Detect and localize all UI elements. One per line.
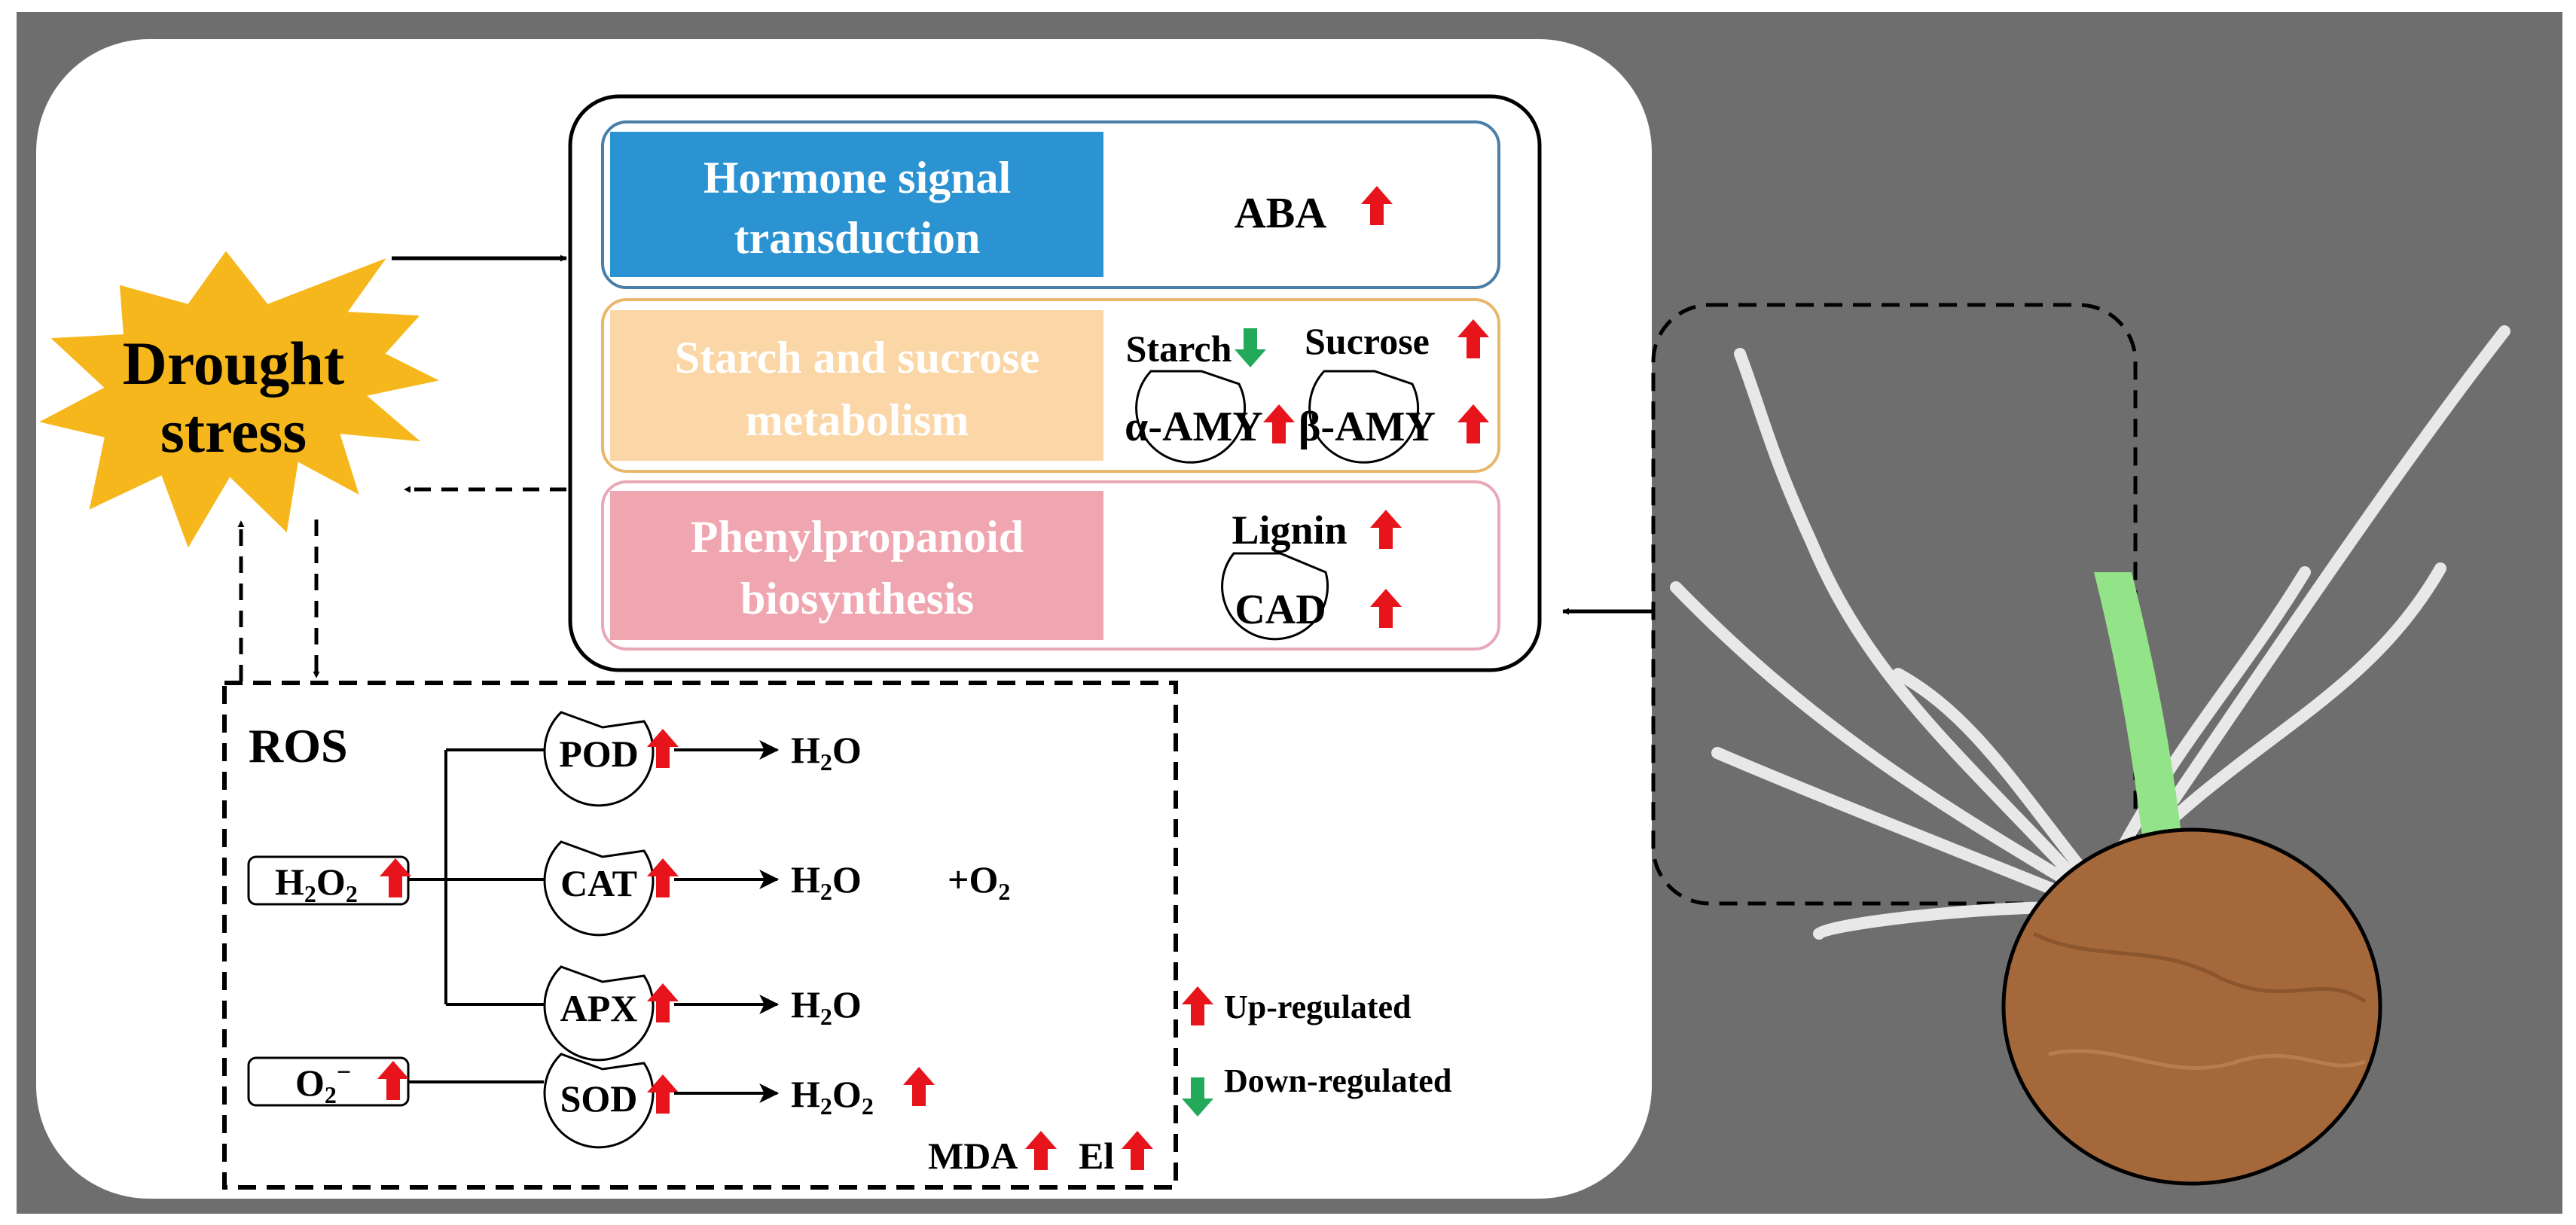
mda-label: MDA <box>928 1135 1018 1177</box>
beta-amy-label: β-AMY <box>1299 404 1436 450</box>
drought-line2: stress <box>160 397 307 465</box>
superoxide-source-label: O2− <box>295 1059 351 1108</box>
starch-label: Starch <box>1126 328 1232 370</box>
alpha-amy-enzyme-shape <box>1135 370 1247 464</box>
cat-enzyme-shape <box>543 840 655 937</box>
root-2 <box>1670 581 2092 898</box>
ros-title: ROS <box>249 719 348 772</box>
sod-product-h2o2: H2O2 <box>791 1073 874 1120</box>
apx-enzyme-shape <box>543 965 655 1062</box>
legend-down-label: Down-regulated <box>1224 1062 1451 1099</box>
drought-star-shape <box>39 251 440 548</box>
pathway-container <box>568 94 1542 672</box>
root-3 <box>1711 747 2085 906</box>
alpha-amy-label: α-AMY <box>1125 404 1263 450</box>
root-6 <box>2103 566 2311 879</box>
cat-product-oxygen: +O2 <box>948 858 1010 905</box>
phenyl-label-line2: biosynthesis <box>740 574 974 623</box>
apx-product-h2o: H2O <box>791 983 862 1030</box>
pathway-hormone: Hormone signal transduction ABA <box>601 120 1500 289</box>
hormone-label-bg <box>610 132 1103 277</box>
corm-texture-1 <box>2032 931 2367 1004</box>
sucrose-label: Sucrose <box>1305 320 1430 362</box>
hormone-label-line1: Hormone signal <box>704 153 1011 203</box>
sod-label: SOD <box>560 1077 638 1120</box>
starch-label-bg <box>610 310 1103 461</box>
root-5 <box>1892 668 2100 891</box>
apx-label: APX <box>560 987 638 1029</box>
lignin-label: Lignin <box>1232 507 1347 553</box>
corm-bulb <box>2001 827 2382 1186</box>
pod-label: POD <box>559 733 639 775</box>
pod-enzyme-shape <box>543 711 655 807</box>
phenyl-label-bg <box>610 491 1103 640</box>
pathway-phenyl: Phenylpropanoid biosynthesis Lignin CAD <box>601 480 1500 651</box>
ros-box <box>222 681 1178 1190</box>
aba-label: ABA <box>1235 188 1327 237</box>
cat-label: CAT <box>560 862 637 904</box>
root-4 <box>1813 901 2074 940</box>
corm-texture-2 <box>2048 1049 2366 1070</box>
hormone-label-line2: transduction <box>734 213 981 263</box>
drought-line1: Drought <box>123 329 345 398</box>
root-8 <box>2126 325 2510 868</box>
beta-amy-enzyme-shape <box>1308 370 1420 464</box>
starch-label-line1: Starch and sucrose <box>675 333 1040 382</box>
legend-up-label: Up-regulated <box>1224 989 1412 1025</box>
phenyl-label-line1: Phenylpropanoid <box>691 512 1024 562</box>
pod-product-h2o: H2O <box>791 729 862 776</box>
starch-label-line2: metabolism <box>746 395 969 445</box>
cat-product-h2o: H2O <box>791 858 862 905</box>
plant-illustration <box>1562 303 2510 1186</box>
root-1 <box>1734 348 2091 894</box>
cad-enzyme-shape <box>1221 552 1329 641</box>
el-label: El <box>1079 1135 1114 1177</box>
cad-label: CAD <box>1235 587 1326 633</box>
pathway-starch: Starch and sucrose metabolism Starch Suc… <box>601 298 1500 473</box>
h2o2-source-label: H2O2 <box>275 861 358 907</box>
shoot-leaf <box>2094 572 2182 855</box>
